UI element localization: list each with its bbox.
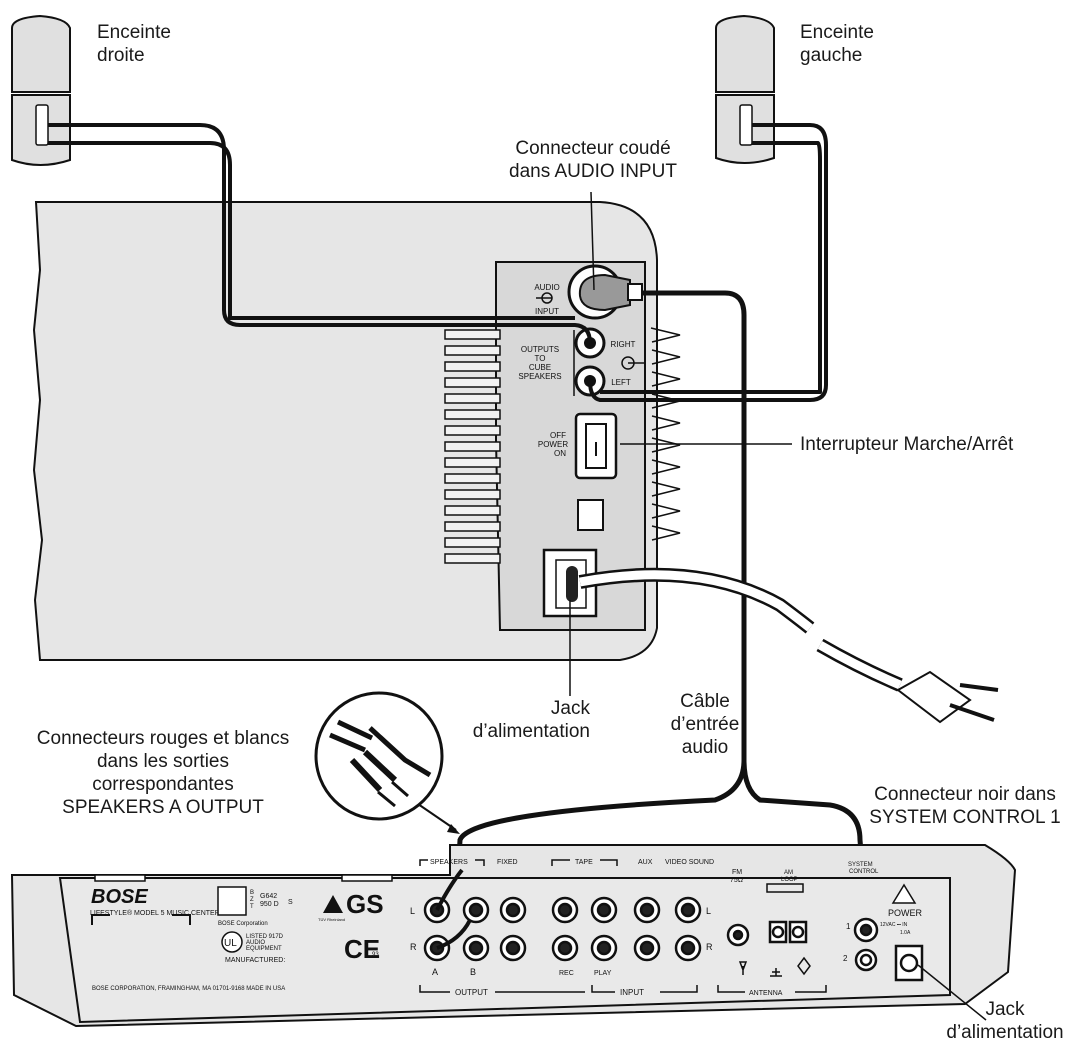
right-speaker — [11, 14, 71, 166]
right-label: RIGHT — [611, 340, 636, 349]
svg-text:12VAC ⎓ IN1.0A: 12VAC ⎓ IN1.0A — [880, 922, 911, 936]
audio-cable-label: Câble d’entrée audio — [670, 691, 740, 758]
svg-text:FIXED: FIXED — [497, 859, 518, 866]
svg-text:L: L — [706, 906, 711, 916]
black-connector-label: Connecteur noir dans SYSTEM CONTROL 1 — [869, 784, 1061, 828]
svg-text:ANTENNA: ANTENNA — [749, 990, 783, 997]
bose-logo: BOSE — [91, 886, 148, 908]
svg-text:93: 93 — [372, 952, 379, 958]
svg-text:A: A — [432, 967, 438, 977]
left-speaker — [715, 14, 775, 164]
svg-text:2: 2 — [843, 954, 848, 963]
svg-text:BZT: BZT — [250, 890, 254, 910]
power-switch-label: Interrupteur Marche/Arrêt — [800, 434, 1014, 455]
sub-power-jack-label: Jack d’alimentation — [472, 698, 590, 742]
ce-logo: CE — [344, 934, 380, 964]
right-speaker-label: Enceinte droite — [97, 22, 171, 66]
center-power-jack-label: Jack d’alimentation — [946, 999, 1064, 1043]
svg-text:L: L — [410, 906, 415, 916]
svg-text:R: R — [410, 942, 417, 952]
rca-plugs-inset — [314, 691, 460, 834]
speaker-cables — [48, 123, 828, 402]
svg-text:AUX: AUX — [638, 859, 653, 866]
svg-text:INPUT: INPUT — [620, 988, 644, 997]
svg-text:TAPE: TAPE — [575, 859, 593, 866]
speaker-a-plugs — [435, 868, 472, 950]
svg-text:UL: UL — [224, 938, 237, 949]
svg-text:POWER: POWER — [888, 908, 923, 918]
svg-text:VIDEO SOUND: VIDEO SOUND — [665, 859, 714, 866]
svg-text:MANUFACTURED:: MANUFACTURED: — [225, 957, 285, 964]
model-text: LIFESTYLE® MODEL 5 MUSIC CENTER — [90, 909, 220, 917]
power-cord — [578, 567, 999, 724]
svg-text:TÜV Rheinland: TÜV Rheinland — [318, 917, 345, 922]
ul-logo — [221, 931, 243, 953]
rca-jacks[interactable] — [423, 896, 924, 982]
antenna-symbols — [738, 956, 811, 977]
svg-text:BOSE Corporation: BOSE Corporation — [218, 921, 268, 927]
elbow-connector-label: Connecteur coudé dans AUDIO INPUT — [509, 138, 677, 182]
svg-text:SPEAKERS: SPEAKERS — [430, 859, 468, 866]
indicator-square — [577, 499, 604, 531]
address-text: BOSE CORPORATION, FRAMINGHAM, MA 01701-9… — [92, 986, 285, 992]
left-speaker-label: Enceinte gauche — [800, 22, 874, 66]
tuv-logo — [323, 895, 343, 913]
svg-text:PLAY: PLAY — [594, 970, 612, 977]
subwoofer-module — [32, 201, 681, 661]
svg-text:REC: REC — [559, 970, 574, 977]
section-brackets — [419, 859, 827, 993]
svg-text:1: 1 — [846, 922, 851, 931]
svg-text:R: R — [706, 942, 713, 952]
left-label: LEFT — [611, 378, 631, 387]
arrow-symbols — [536, 292, 645, 370]
heatsink-fins-left — [444, 329, 501, 564]
svg-text:S: S — [288, 899, 293, 906]
svg-text:OUTPUT: OUTPUT — [455, 988, 488, 997]
svg-text:B: B — [470, 967, 476, 977]
red-white-connectors-label: Connecteurs rouges et blancs dans les so… — [36, 728, 290, 818]
gs-logo: GS — [346, 889, 384, 919]
audio-input-cable — [453, 273, 868, 916]
leader-lines — [569, 191, 987, 1021]
